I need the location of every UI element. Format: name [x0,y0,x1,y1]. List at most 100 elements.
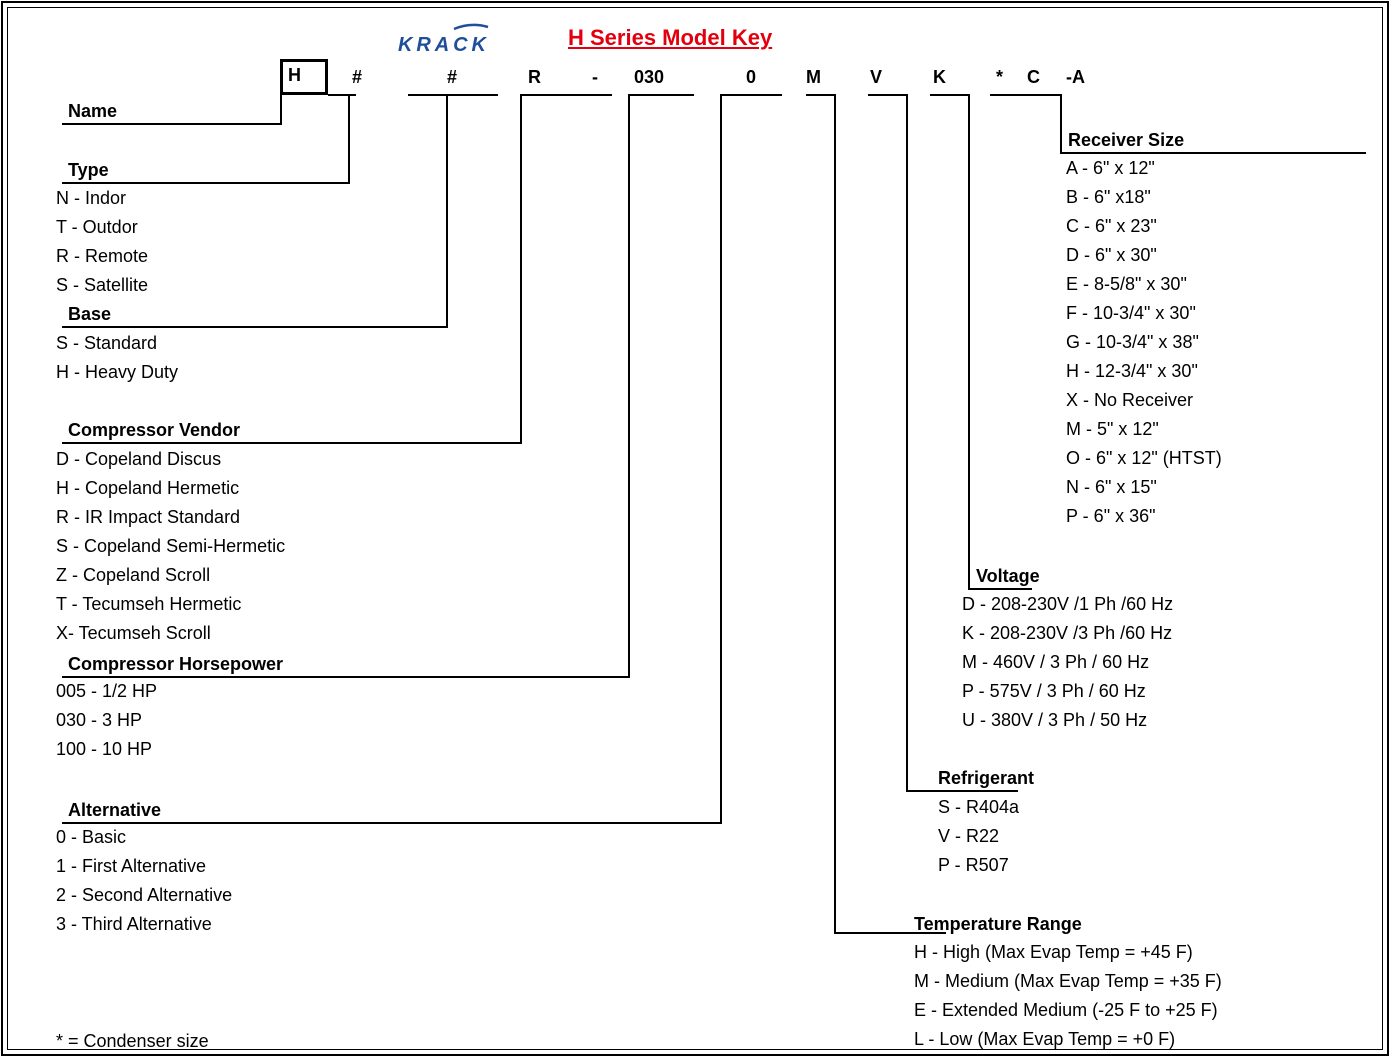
leader-line-alternative [720,94,722,824]
leader-line-receiver [1060,152,1366,154]
vendor-item: S - Copeland Semi-Hermetic [56,536,286,556]
code-base: # [447,67,458,87]
type-item: R - Remote [56,246,149,266]
leader-line-type [62,182,350,184]
temperature-item: M - Medium (Max Evap Temp = +35 F) [914,971,1222,991]
compressor-vendor-label: Compressor Vendor [68,420,241,440]
horsepower-item: 100 - 10 HP [56,739,153,759]
code-underline [806,94,836,96]
code-condenser: * [996,67,1004,87]
leader-line-base [62,326,448,328]
receiver-item: N - 6" x 15" [1066,477,1157,497]
alternative-item: 1 - First Alternative [56,856,207,876]
alternative-label: Alternative [68,800,162,820]
code-underline [628,94,694,96]
leader-line-horsepower [628,94,630,678]
leader-line-name [62,123,282,125]
temperature-item: L - Low (Max Evap Temp = +0 F) [914,1029,1176,1049]
refrigerant-label: Refrigerant [938,768,1035,788]
vendor-item: T - Tecumseh Hermetic [56,594,242,614]
type-label: Type [68,160,109,180]
leader-line-refrigerant [906,790,1018,792]
refrigerant-item: V - R22 [938,826,1000,846]
receiver-item: C - 6" x 23" [1066,216,1157,236]
code-voltage: K [933,67,946,87]
horsepower-item: 005 - 1/2 HP [56,681,158,701]
leader-line-base [446,94,448,328]
receiver-item: E - 8-5/8" x 30" [1066,274,1187,294]
receiver-item: D - 6" x 30" [1066,245,1157,265]
base-label: Base [68,304,112,324]
code-h-box [280,59,328,95]
inner-border [7,7,1383,1050]
vendor-item: R - IR Impact Standard [56,507,241,527]
leader-line-type [348,94,350,184]
leader-line-voltage [968,588,1032,590]
type-item: N - Indor [56,188,127,208]
leader-line-temperature [834,94,836,934]
receiver-item: G - 10-3/4" x 38" [1066,332,1199,352]
code-underline [990,94,1062,96]
vendor-item: Z - Copeland Scroll [56,565,211,585]
code-underline [520,94,612,96]
voltage-item: P - 575V / 3 Ph / 60 Hz [962,681,1146,701]
horsepower-item: 030 - 3 HP [56,710,143,730]
leader-line-alternative [62,822,722,824]
code-type: # [352,67,363,87]
logo-text: KRACK [398,34,488,56]
leader-line-voltage [968,94,970,590]
leader-line-receiver [1060,94,1062,154]
page-title: H Series Model Key [568,25,773,50]
voltage-item: D - 208-230V /1 Ph /60 Hz [962,594,1174,614]
receiver-item: X - No Receiver [1066,390,1194,410]
compressor-horsepower-label: Compressor Horsepower [68,654,284,674]
receiver-item: O - 6" x 12" (HTST) [1066,448,1222,468]
condenser-footnote: * = Condenser size [56,1031,209,1051]
code-vendor: R [528,67,541,87]
code-name: H [288,65,301,85]
receiver-item: A - 6" x 12" [1066,158,1155,178]
receiver-size-label: Receiver Size [1068,130,1185,150]
refrigerant-item: S - R404a [938,797,1020,817]
vendor-item: X- Tecumseh Scroll [56,623,211,643]
vendor-item: D - Copeland Discus [56,449,222,469]
code-underline [328,94,356,96]
voltage-item: M - 460V / 3 Ph / 60 Hz [962,652,1150,672]
receiver-item: F - 10-3/4" x 30" [1066,303,1196,323]
receiver-item: P - 6" x 36" [1066,506,1156,526]
receiver-item: M - 5" x 12" [1066,419,1159,439]
leader-line-name [280,95,282,125]
code-underline [720,94,782,96]
receiver-item: H - 12-3/4" x 30" [1066,361,1198,381]
code-underline [408,94,498,96]
code-dash: - [592,67,598,87]
temperature-range-label: Temperature Range [914,914,1082,934]
name-label: Name [68,101,118,121]
type-item: T - Outdor [56,217,138,237]
krack-logo: KRACK [398,23,489,56]
type-item: S - Satellite [56,275,149,295]
temperature-item: H - High (Max Evap Temp = +45 F) [914,942,1193,962]
alternative-item: 0 - Basic [56,827,127,847]
receiver-item: B - 6" x18" [1066,187,1151,207]
leader-line-temperature [834,932,946,934]
refrigerant-item: P - R507 [938,855,1009,875]
leader-line-refrigerant [906,94,908,792]
code-underline [868,94,906,96]
voltage-label: Voltage [976,566,1040,586]
leader-line-vendor [520,94,522,444]
base-item: S - Standard [56,333,158,353]
code-receiver: -A [1066,67,1085,87]
code-c: C [1027,67,1040,87]
leader-line-horsepower [62,676,630,678]
code-horsepower: 030 [634,67,665,87]
leader-line-vendor [62,442,522,444]
code-temperature: M [806,67,821,87]
base-item: H - Heavy Duty [56,362,179,382]
code-alternative: 0 [746,67,757,87]
voltage-item: K - 208-230V /3 Ph /60 Hz [962,623,1173,643]
alternative-item: 2 - Second Alternative [56,885,233,905]
code-refrigerant: V [870,67,883,87]
temperature-item: E - Extended Medium (-25 F to +25 F) [914,1000,1218,1020]
